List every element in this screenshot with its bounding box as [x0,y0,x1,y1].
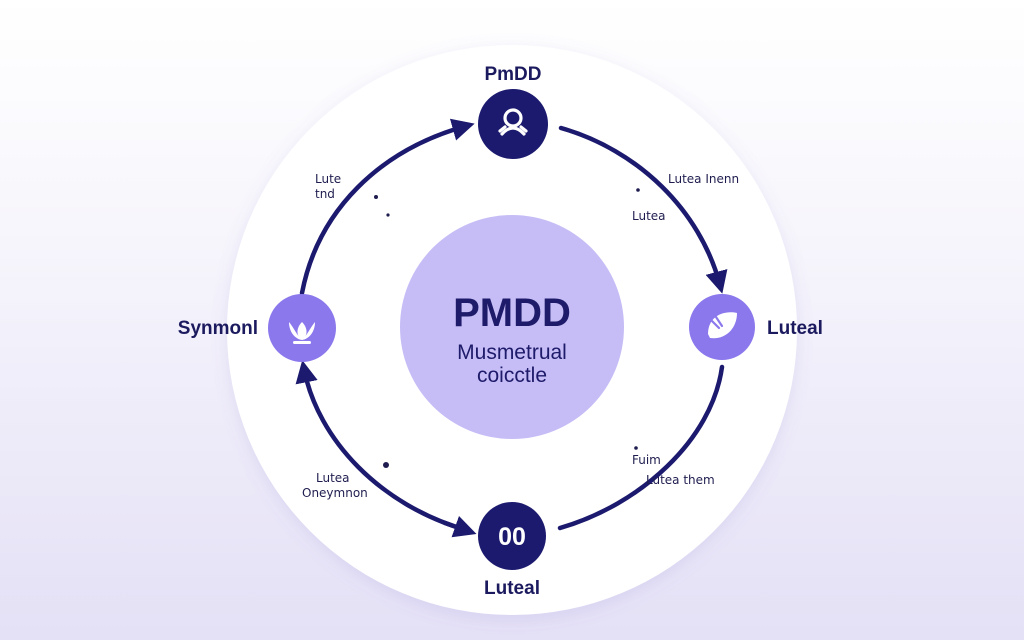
center-subtitle-line1: Musmetrual [457,341,567,364]
node-top[interactable] [478,89,548,159]
lotus-icon [289,322,315,344]
dot-upper-right [636,188,640,192]
center-subtitle-line2: coicctle [477,364,547,387]
arrow-left-to-bottom-head [442,515,477,538]
note-lower-right-line2: Lutea them [646,473,715,487]
node-right-label: Luteal [767,318,823,339]
dot-upper-left-b [386,213,390,217]
node-bottom-label: Luteal [484,578,540,599]
node-left-label: Synmonl [178,318,258,339]
node-bottom-badge: 00 [498,523,526,551]
leaf-hand-icon [708,312,737,339]
loop-knot-icon [498,108,528,136]
note-upper-left-line2: tnd [315,187,335,201]
node-right[interactable] [689,294,755,360]
node-left[interactable] [268,294,336,362]
note-lower-right-line1: Fuim [632,453,661,467]
arrow-bottom-to-left [295,360,469,533]
arrow-right-to-bottom [557,364,725,531]
dot-upper-left-a [374,195,378,199]
node-bottom[interactable]: 00 [478,502,546,570]
arrow-top-to-right [558,125,728,294]
arrow-left-to-top [299,118,475,296]
note-upper-right-line2: Lutea [632,209,666,223]
center-circle [400,215,624,439]
center-title: PMDD [453,291,571,335]
dot-lower-right [634,446,638,450]
note-lower-left-line1: Lutea [316,471,350,485]
node-top-label: PmDD [484,64,541,85]
dot-lower-left [383,462,389,468]
note-upper-left-line1: Lute [315,172,341,186]
note-upper-right-line1: Lutea Inenn [668,172,739,186]
note-lower-left-line2: Oneymnon [302,486,368,500]
